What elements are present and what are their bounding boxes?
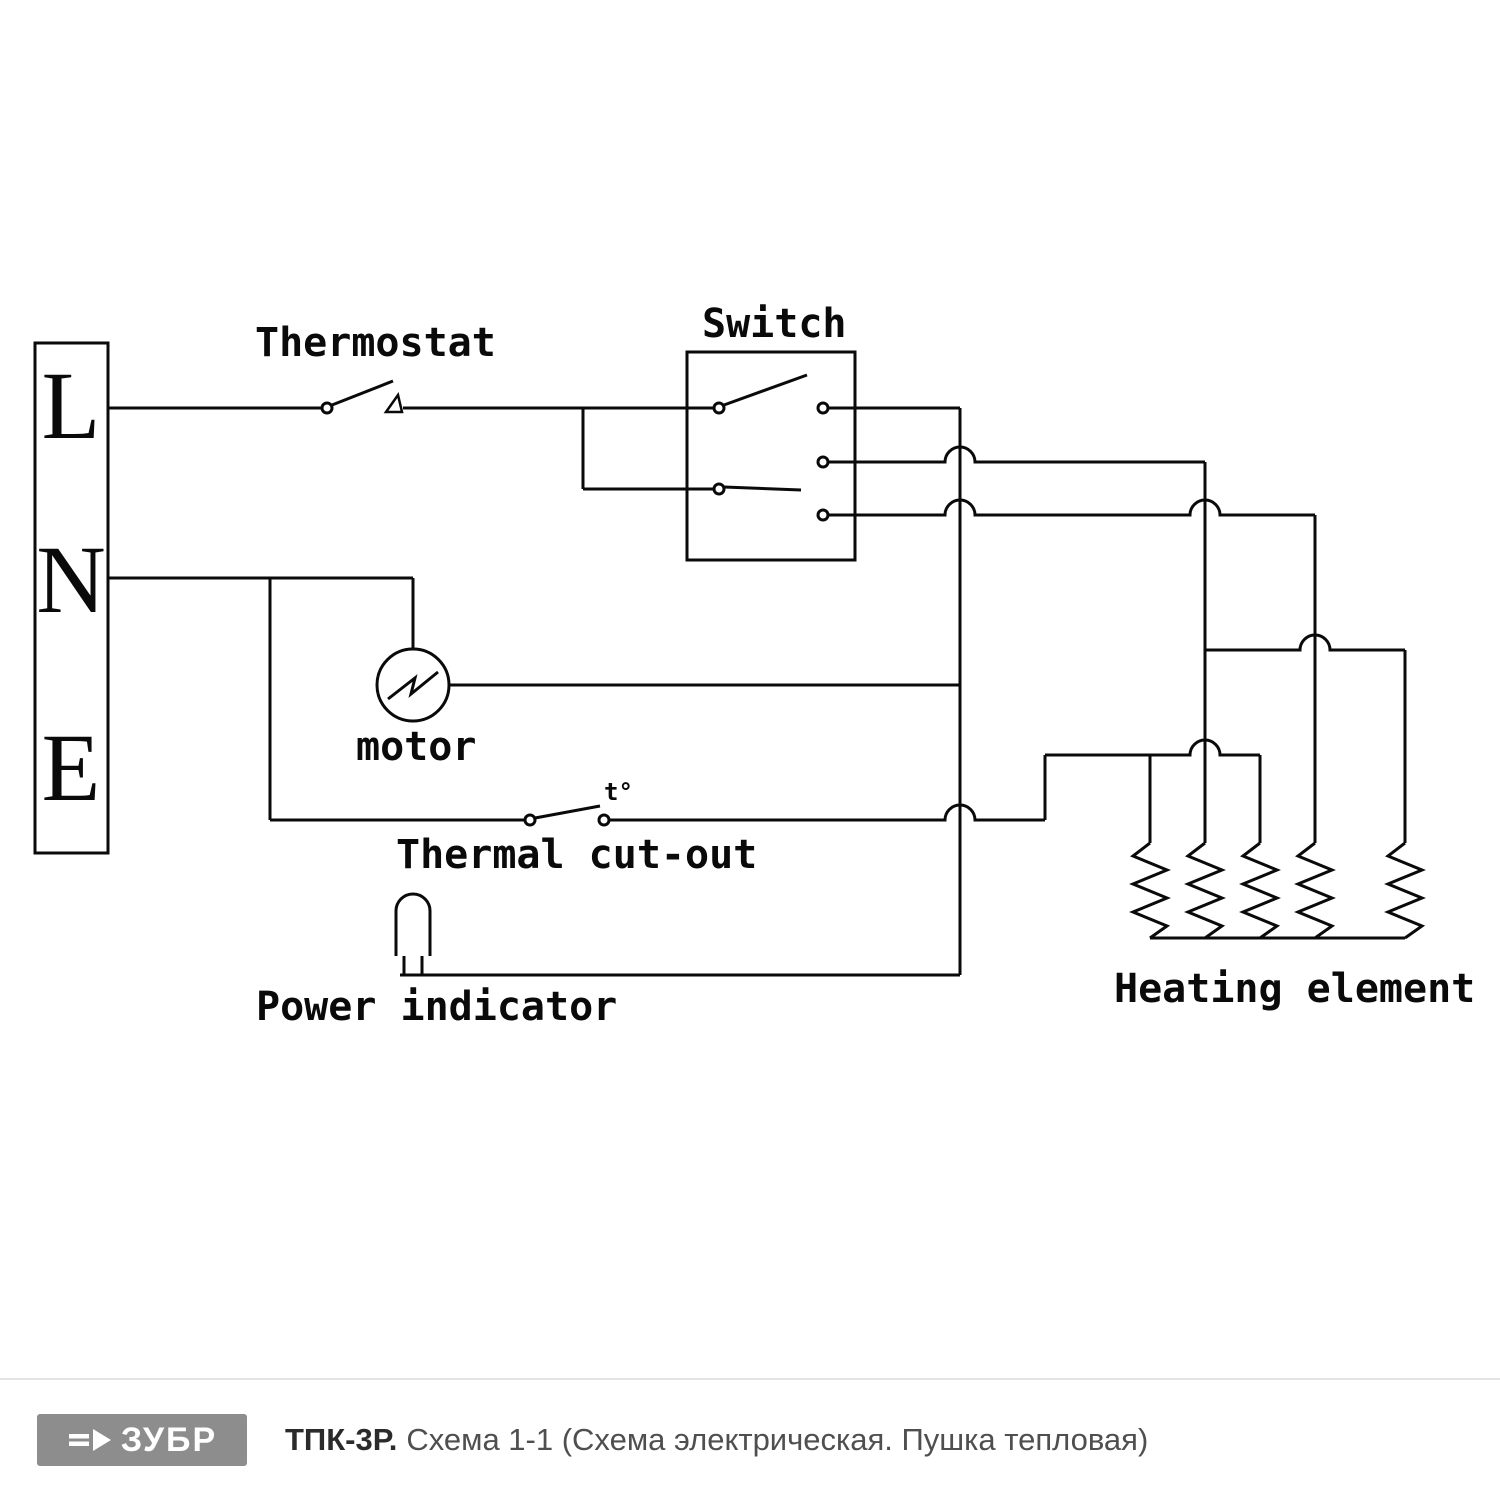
cutout-contact-left — [523, 813, 537, 827]
footer-divider — [0, 1378, 1500, 1380]
thermostat-blade — [331, 379, 394, 407]
brand-logo: ЗУБР — [37, 1414, 247, 1466]
terminal-block-frame — [33, 341, 110, 855]
switch-contact-out3 — [816, 508, 830, 522]
temperature-mark: t° — [604, 778, 633, 806]
lamp-envelope — [394, 892, 432, 956]
terminal-label-e: E — [42, 714, 101, 821]
cutout-contact-right — [597, 813, 611, 827]
thermostat-label: Thermostat — [255, 320, 496, 366]
wire-switch-out3 — [828, 498, 1315, 517]
heating-element-resistor — [1129, 841, 1171, 940]
terminal-label-l: L — [42, 352, 101, 459]
wire-cutout-right — [609, 803, 1045, 822]
heating-element-resistor — [1294, 841, 1336, 940]
switch-blade-upper — [723, 373, 808, 407]
switch-box — [685, 350, 857, 562]
motor-circle — [375, 647, 451, 723]
wire-heater-return-bus — [1045, 738, 1260, 757]
thermostat-fixed-contact-icon — [383, 392, 404, 414]
thermostat-switch — [320, 379, 404, 415]
wiring — [108, 406, 1407, 977]
motor-glyph — [387, 670, 439, 701]
thermostat-contact — [320, 401, 334, 415]
heating-elements — [1129, 841, 1426, 940]
thermal-cutout-label: Thermal cut-out — [396, 832, 757, 878]
caption-text: Схема 1-1 (Схема электрическая. Пушка те… — [406, 1422, 1149, 1457]
heating-element-resistor — [1239, 841, 1281, 940]
power-indicator-lamp — [394, 892, 432, 975]
motor-symbol — [375, 647, 451, 723]
power-indicator-label: Power indicator — [256, 984, 617, 1030]
heating-element-label: Heating element — [1114, 966, 1475, 1012]
brand-text: ЗУБР — [120, 1420, 218, 1459]
wire-out2-branch — [1205, 633, 1405, 652]
switch-contact-out1 — [816, 401, 830, 415]
switch-contact-out2 — [816, 455, 830, 469]
terminal-label-n: N — [36, 526, 105, 633]
footer-caption: ТПК-3Р. Схема 1-1 (Схема электрическая. … — [285, 1414, 1148, 1466]
model-text: ТПК-3Р. — [285, 1422, 398, 1457]
cutout-blade — [534, 804, 601, 820]
thermal-cutout-switch — [523, 804, 611, 827]
switch-label: Switch — [702, 301, 847, 347]
switch-contact-in1 — [712, 401, 726, 415]
switch-contact-in2 — [712, 482, 726, 496]
switch-blade-lower — [723, 485, 802, 492]
brand-arrow-icon — [68, 1429, 111, 1451]
heating-element-resistor — [1184, 841, 1226, 940]
selector-switch — [685, 350, 857, 562]
motor-label: motor — [356, 724, 476, 770]
wire-switch-out2 — [828, 445, 1205, 464]
terminal-block: L N E — [33, 341, 110, 855]
heating-element-resistor — [1384, 841, 1426, 940]
